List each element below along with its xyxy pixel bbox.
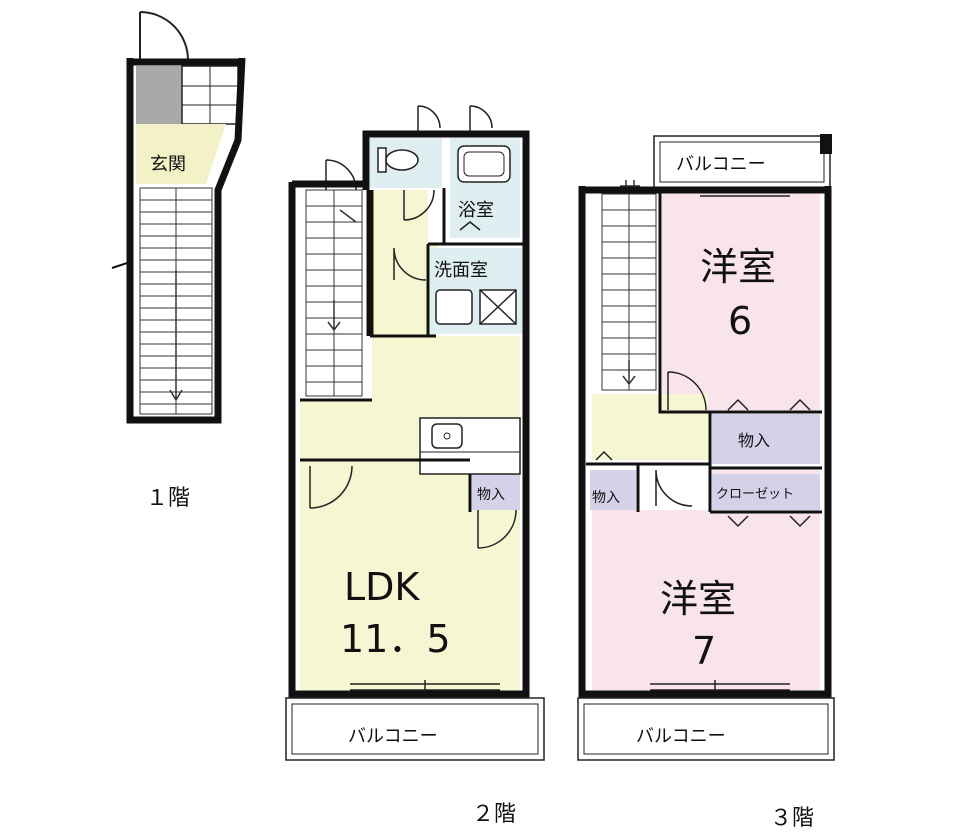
stairs-floor-3: [601, 180, 657, 391]
stairs-floor-2: [305, 189, 363, 397]
floor-1: [111, 11, 246, 424]
label-room-7-size: 7: [692, 629, 716, 673]
western-room-7: [592, 470, 820, 690]
label-ldk-size: 11．5: [340, 617, 451, 661]
label-bath: 浴室: [458, 200, 494, 221]
label-entrance: 玄関: [150, 154, 186, 175]
label-storage-floor-2: 物入: [477, 487, 505, 503]
label-closet: クローゼット: [716, 487, 794, 502]
shoe-storage: [136, 66, 182, 124]
entrance-door-icon: [139, 11, 189, 61]
doors-floor-2: [309, 105, 517, 549]
closet-floor-3: [712, 474, 820, 510]
balcony-bottom-floor-3: [577, 697, 835, 761]
label-balcony-top-floor-3: バルコニー: [676, 154, 766, 175]
western-room-6: [662, 192, 820, 410]
label-room-6-size: 6: [728, 299, 752, 343]
caption-floor-2: ２階: [472, 802, 517, 827]
balcony-floor-2: [285, 697, 545, 761]
doors-floor-3: [595, 371, 811, 528]
label-balcony-floor-2: バルコニー: [348, 726, 438, 747]
caption-floor-1: １階: [146, 486, 191, 511]
washbasin-icon: [435, 289, 473, 325]
storage-2-floor-3: [590, 470, 636, 510]
walls-floor-2: [288, 130, 530, 698]
hallway-floor-3: [592, 394, 708, 460]
genkan-area: [136, 124, 226, 184]
storage-floor-2: [472, 474, 520, 510]
label-room-6-name: 洋室: [700, 245, 776, 289]
floor-3: [577, 134, 835, 761]
floor-2: [285, 105, 545, 761]
walls-floor-3: [578, 186, 832, 698]
label-balcony-bottom-floor-3: バルコニー: [636, 726, 726, 747]
walls-floor-1: [126, 57, 246, 424]
label-storage-1-floor-3: 物入: [738, 431, 770, 450]
hallway-floor-2: [372, 190, 438, 336]
label-room-7-name: 洋室: [660, 577, 736, 621]
label-ldk-name: LDK: [344, 565, 420, 609]
label-washroom: 洗面室: [434, 260, 488, 281]
toilet-icon: [385, 149, 419, 171]
bathtub-icon: [457, 145, 511, 183]
caption-floor-3: ３階: [770, 806, 815, 831]
stairs-floor-1: [139, 187, 213, 415]
storage-1-floor-3: [712, 414, 820, 464]
label-storage-2-floor-3: 物入: [592, 490, 620, 506]
